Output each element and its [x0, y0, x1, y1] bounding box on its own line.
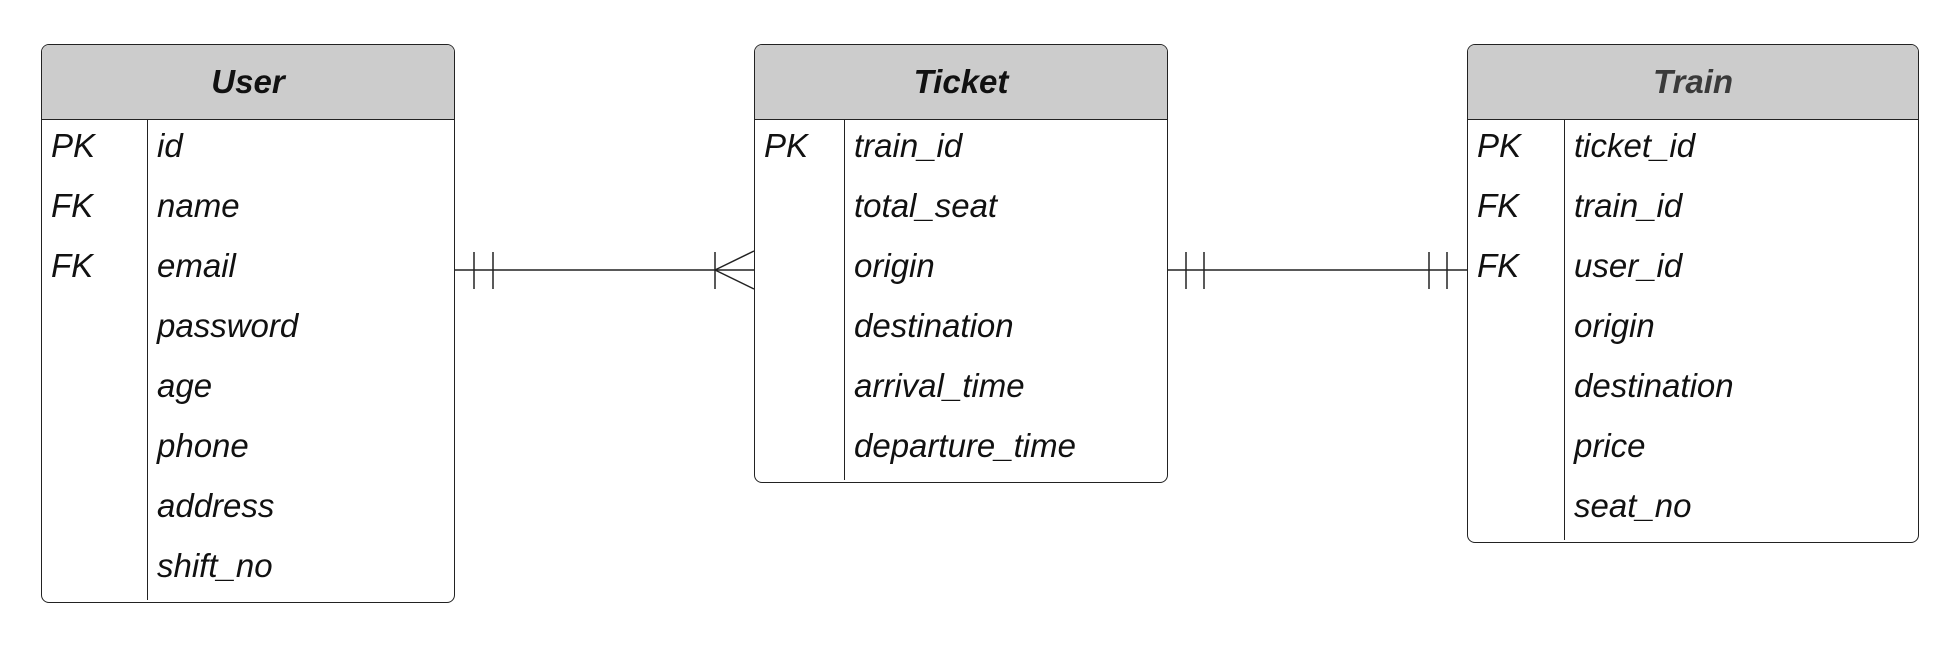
- attribute-row: FK user_id: [1468, 240, 1918, 300]
- attribute-row: destination: [1468, 360, 1918, 420]
- attribute-row: origin: [1468, 300, 1918, 360]
- attribute-row: PK id: [42, 120, 454, 180]
- attribute-name: total_seat: [854, 187, 998, 224]
- key-marker: PK: [1477, 127, 1522, 164]
- attribute-name: phone: [157, 427, 249, 464]
- attribute-row: phone: [42, 420, 454, 480]
- attribute-row: FK name: [42, 180, 454, 240]
- attribute-row: destination: [755, 300, 1167, 360]
- key-marker: FK: [1477, 247, 1520, 284]
- attribute-name: name: [157, 187, 240, 224]
- attribute-row: FK train_id: [1468, 180, 1918, 240]
- attribute-name: email: [157, 247, 236, 284]
- attribute-row: departure_time: [755, 420, 1167, 480]
- ticket-side-crowfoot-upper: [714, 250, 755, 271]
- attribute-row: shift_no: [42, 540, 454, 600]
- attribute-name: password: [157, 307, 299, 344]
- attribute-name: departure_time: [854, 427, 1076, 464]
- attribute-name: seat_no: [1574, 487, 1692, 524]
- attribute-name: train_id: [1574, 187, 1683, 224]
- attribute-row: address: [42, 480, 454, 540]
- attribute-row: seat_no: [1468, 480, 1918, 540]
- entity-title: Ticket: [755, 45, 1167, 120]
- attribute-name: address: [157, 487, 275, 524]
- attribute-name: origin: [854, 247, 935, 284]
- entity-ticket[interactable]: Ticket PK train_id total_seat origin dest…: [754, 44, 1168, 483]
- key-marker: FK: [1477, 187, 1520, 224]
- attribute-name: price: [1574, 427, 1646, 464]
- attribute-name: train_id: [854, 127, 963, 164]
- entity-attributes: PK train_id total_seat origin destination…: [755, 120, 1167, 480]
- user-ticket-relationship: [455, 250, 755, 290]
- entity-user[interactable]: User PK id FK name FK email password age ph…: [41, 44, 455, 603]
- ticket-side-crowfoot-lower: [714, 269, 755, 290]
- attribute-name: age: [157, 367, 213, 404]
- entity-train[interactable]: Train PK ticket_id FK train_id FK user_id o…: [1467, 44, 1919, 543]
- attribute-row: age: [42, 360, 454, 420]
- attribute-row: price: [1468, 420, 1918, 480]
- attribute-name: destination: [1574, 367, 1734, 404]
- attribute-row: arrival_time: [755, 360, 1167, 420]
- attribute-row: origin: [755, 240, 1167, 300]
- entity-attributes: PK id FK name FK email password age phone a…: [42, 120, 454, 600]
- key-marker: FK: [51, 247, 94, 284]
- ticket-train-relationship: [1168, 252, 1467, 289]
- entity-title: Train: [1468, 45, 1918, 120]
- entity-title: User: [42, 45, 454, 120]
- attribute-row: PK ticket_id: [1468, 120, 1918, 180]
- key-marker: FK: [51, 187, 94, 224]
- key-column-divider: [844, 120, 845, 480]
- attribute-row: password: [42, 300, 454, 360]
- attribute-name: origin: [1574, 307, 1655, 344]
- attribute-name: ticket_id: [1574, 127, 1696, 164]
- key-column-divider: [1564, 120, 1565, 540]
- key-column-divider: [147, 120, 148, 600]
- attribute-row: total_seat: [755, 180, 1167, 240]
- key-marker: PK: [51, 127, 96, 164]
- attribute-name: arrival_time: [854, 367, 1025, 404]
- attribute-name: shift_no: [157, 547, 273, 584]
- attribute-row: FK email: [42, 240, 454, 300]
- attribute-name: user_id: [1574, 247, 1683, 284]
- attribute-name: destination: [854, 307, 1014, 344]
- attribute-row: PK train_id: [755, 120, 1167, 180]
- attribute-name: id: [157, 127, 183, 164]
- key-marker: PK: [764, 127, 809, 164]
